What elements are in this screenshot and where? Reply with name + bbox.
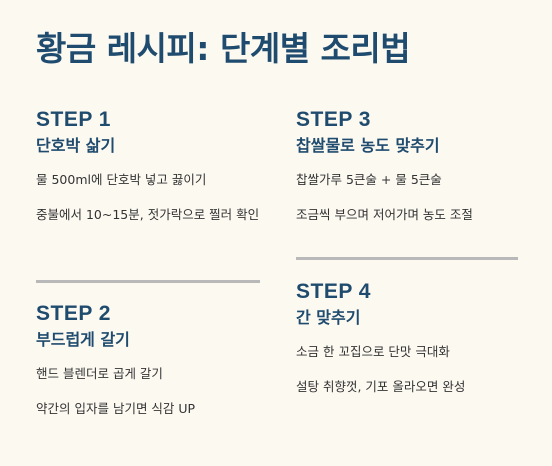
step-title: 간 맞추기 (296, 308, 361, 327)
step-3: STEP 3 찹쌀물로 농도 맞추기 찹쌀가루 5큰술 + 물 5큰술 조금씩 … (296, 108, 520, 225)
step-2: STEP 2 부드럽게 갈기 핸드 블렌더로 곱게 갈기 약간의 입자를 남기면… (36, 302, 260, 419)
step-line: 소금 한 꼬집으로 단맛 극대화 (296, 344, 450, 359)
step-label: STEP 3 (296, 108, 371, 131)
step-line: 중불에서 10~15분, 젓가락으로 찔러 확인 (36, 207, 260, 222)
step-1: STEP 1 단호박 삶기 물 500ml에 단호박 넣고 끓이기 중불에서 1… (36, 108, 260, 225)
step-label: STEP 4 (296, 280, 371, 303)
page-title: 황금 레시피: 단계별 조리법 (36, 29, 411, 68)
step-line: 약간의 입자를 남기면 식감 UP (36, 401, 196, 416)
step-line: 설탕 취향껏, 기포 올라오면 완성 (296, 379, 466, 394)
step-title: 찹쌀물로 농도 맞추기 (296, 136, 440, 155)
step-label: STEP 2 (36, 302, 111, 325)
step-line: 찹쌀가루 5큰술 + 물 5큰술 (296, 172, 442, 187)
step-line: 조금씩 부으며 저어가며 농도 조절 (296, 207, 473, 222)
divider (296, 257, 518, 260)
step-title: 부드럽게 갈기 (36, 330, 130, 349)
step-title: 단호박 삶기 (36, 136, 116, 155)
divider (36, 280, 260, 283)
step-4: STEP 4 간 맞추기 소금 한 꼬집으로 단맛 극대화 설탕 취향껏, 기포… (296, 280, 520, 397)
step-label: STEP 1 (36, 108, 111, 131)
step-line: 핸드 블렌더로 곱게 갈기 (36, 366, 163, 381)
step-line: 물 500ml에 단호박 넣고 끓이기 (36, 172, 207, 187)
